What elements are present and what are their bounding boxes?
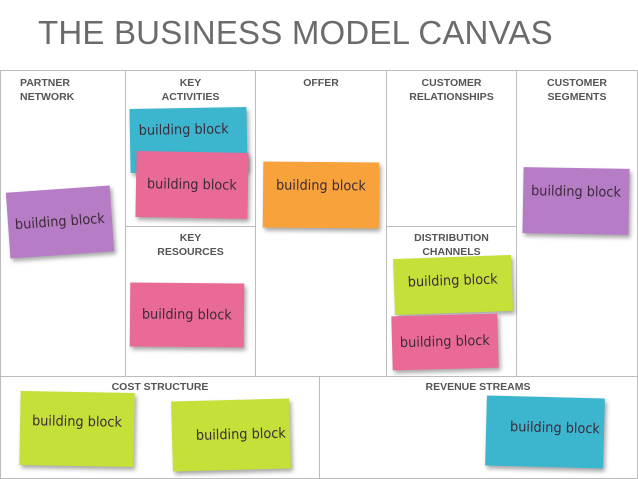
sticky-note-revenue: building block (485, 395, 605, 469)
note-text: building block (146, 176, 238, 194)
partner-network-label: PARTNER NETWORK (20, 77, 75, 103)
key-resources-label: KEY RESOURCES (157, 232, 224, 258)
sticky-note-channels-green: building block (393, 254, 513, 316)
sticky-note-offer: building block (262, 161, 380, 229)
offer-label: OFFER (303, 77, 339, 89)
sticky-note-cost-2: building block (171, 398, 291, 472)
note-text: building block (399, 332, 491, 352)
note-text: building block (32, 413, 123, 431)
note-text: building block (531, 183, 622, 201)
key-activities-label: KEY ACTIVITIES (161, 77, 220, 103)
sticky-note-resources: building block (129, 282, 245, 348)
note-text: building block (509, 419, 601, 438)
note-text: building block (14, 210, 106, 234)
cost-structure-label: COST STRUCTURE (111, 381, 209, 393)
canvas-title: THE BUSINESS MODEL CANVAS (38, 14, 553, 51)
sticky-note-segments: building block (522, 167, 630, 235)
sticky-note-channels-pink: building block (391, 313, 499, 371)
customer-segments-label: CUSTOMER SEGMENTS (547, 77, 607, 103)
sticky-note-cost-1: building block (19, 391, 135, 467)
revenue-streams-label: REVENUE STREAMS (425, 381, 531, 393)
sticky-note-activities-pink: building block (135, 151, 249, 219)
note-text: building block (276, 177, 367, 195)
sticky-note-partner: building block (5, 185, 115, 259)
note-text: building block (138, 121, 229, 139)
note-text: building block (195, 425, 287, 444)
distribution-channels-label: DISTRIBUTION CHANNELS (414, 232, 489, 258)
note-text: building block (141, 306, 232, 324)
note-text: building block (407, 271, 499, 291)
customer-relationships-label: CUSTOMER RELATIONSHIPS (409, 77, 494, 103)
